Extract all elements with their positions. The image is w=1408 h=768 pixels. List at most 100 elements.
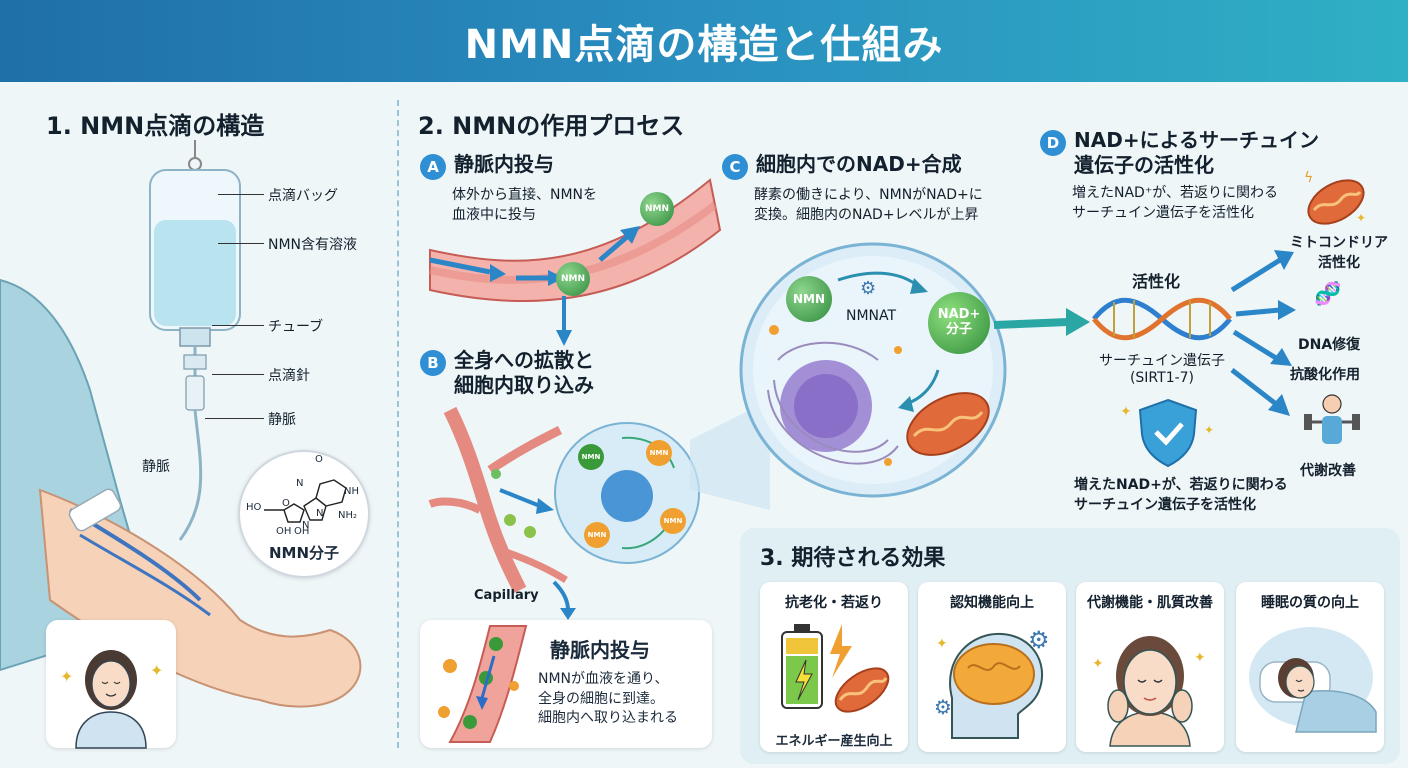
header-banner: NMN点滴の構造と仕組み — [0, 0, 1408, 82]
effect-anti-aging-title: 抗老化・若返り — [785, 595, 883, 611]
relaxed-woman-card: ✦ ✦ — [46, 620, 176, 749]
enzyme-gear-icon: ⚙ — [860, 278, 877, 299]
blood-vessel-illustration — [429, 178, 722, 346]
inset-desc-line1: NMNが血液を通り、 — [538, 671, 669, 687]
capillary-label: Capillary — [474, 588, 539, 603]
atom-o-top: O — [315, 454, 323, 465]
dumbbell-person-icon — [1304, 394, 1360, 444]
label-nmn-solution: NMN含有溶液 — [268, 237, 358, 253]
label-iv-bag: 点滴バッグ — [268, 188, 338, 204]
brain-gears-icon: ⚙ ⚙ ✦ — [934, 626, 1050, 739]
atom-o-ring: O — [282, 498, 290, 509]
step-d-bottom-line1: 増えたNAD+が、若返りに関わる — [1074, 477, 1288, 493]
effect-anti-aging-caption: エネルギー産生向上 — [775, 734, 893, 749]
step-b-title-line2: 細胞内取り込み — [454, 373, 594, 397]
step-d-desc-line2: サーチュイン遺伝子を活性化 — [1072, 204, 1254, 221]
relaxed-woman-icon: ✦ ✦ — [60, 650, 163, 749]
svg-text:ϟ: ϟ — [1304, 170, 1313, 186]
step-b-badge: B — [420, 350, 446, 376]
step-c-description: 酵素の働きにより、NMNがNAD+に 変換。細胞内のNAD+レベルが上昇 — [754, 186, 983, 225]
section1-title: 1. NMN点滴の構造 — [46, 112, 265, 140]
inset-title: 静脈内投与 — [550, 638, 650, 662]
effect-card-anti-aging: 抗老化・若返り エネルギー産生向上 — [760, 582, 908, 752]
atom-ho: HO — [246, 502, 262, 513]
output-antioxidant-label: 抗酸化作用 — [1290, 367, 1360, 383]
nad-molecule-label1: NAD+ — [937, 307, 981, 323]
step-a-header: A 静脈内投与 — [420, 152, 554, 180]
step-d-bottom-description: 増えたNAD+が、若返りに関わる サーチュイン遺伝子を活性化 — [1074, 476, 1288, 515]
svg-text:✦: ✦ — [1120, 404, 1132, 420]
step-a-desc-line1: 体外から直接、NMNを — [452, 187, 598, 203]
step-d-title-line1: NAD+によるサーチュイン — [1074, 128, 1319, 152]
step-d-desc-line1: 増えたNAD⁺が、若返りに関わる — [1072, 185, 1278, 201]
zoom-connector — [690, 400, 770, 510]
capillary-network-illustration — [428, 406, 568, 594]
svg-text:✦: ✦ — [1194, 650, 1206, 666]
step-c-title: 細胞内でのNAD+合成 — [756, 152, 962, 176]
nmn-molecule-callout: O N N NH N NH₂ HO O OH OH NMN分子 — [238, 450, 370, 578]
atom-oh-2: OH — [294, 526, 310, 537]
step-a-description: 体外から直接、NMNを 血液中に投与 — [452, 186, 597, 225]
label-arm-vein: 静脈 — [142, 459, 170, 475]
output-mitochondria-label: ミトコンドリア 活性化 — [1290, 232, 1388, 272]
step-c-badge: C — [722, 154, 748, 180]
step-c-desc-line2: 変換。細胞内のNAD+レベルが上昇 — [754, 206, 979, 223]
activation-label: 活性化 — [1132, 272, 1181, 291]
inset-desc-line3: 細胞内へ取り込まれる — [538, 710, 678, 727]
svg-text:⚙: ⚙ — [934, 695, 952, 719]
step-d-header: D NAD+によるサーチュイン 遺伝子の活性化 — [1040, 128, 1319, 178]
dna-helix-icon — [1092, 297, 1232, 341]
arrow-to-inset — [552, 580, 576, 620]
face-skincare-icon: ✦ ✦ — [1092, 636, 1206, 747]
section2-title: 2. NMNの作用プロセス — [418, 112, 685, 140]
patient-arm-illustration — [0, 278, 362, 708]
inset-desc-line2: 全身の細胞に到達。 — [538, 690, 664, 707]
shield-check-icon: ✦ ✦ — [1120, 398, 1214, 468]
nmn-molecule-a2: NMN — [556, 262, 590, 296]
effect-card-cognitive: 認知機能向上 ⚙ ⚙ ✦ — [918, 582, 1066, 752]
cell-nmn-molecule: NMN — [786, 276, 832, 322]
step-b-title: 全身への拡散と 細胞内取り込み — [454, 348, 594, 398]
effect-sleep-title: 睡眠の質の向上 — [1261, 595, 1359, 611]
inset-vessel-illustration — [438, 625, 528, 743]
nmn-cell-b1: NMN — [578, 444, 604, 470]
effect-metabolism-skin-title: 代謝機能・肌質改善 — [1087, 595, 1213, 611]
enzyme-label: NMNAT — [846, 308, 897, 324]
iv-process-inset-card: 静脈内投与 NMNが血液を通り、 全身の細胞に到達。 細胞内へ取り込まれる — [420, 620, 712, 748]
sirtuin-gene-label: サーチュイン遺伝子 (SIRT1-7) — [1094, 350, 1230, 386]
step-c-desc-line1: 酵素の働きにより、NMNがNAD+に — [754, 187, 983, 203]
effect-cognitive-title: 認知機能向上 — [950, 595, 1034, 611]
page-title: NMN点滴の構造と仕組み — [464, 22, 944, 68]
step-c-header: C 細胞内でのNAD+合成 — [722, 152, 962, 180]
sleeping-person-icon — [1249, 627, 1377, 733]
sirtuin-output-arrows — [1230, 250, 1296, 416]
nad-molecule: NAD+ 分子 — [928, 292, 990, 354]
svg-text:✦: ✦ — [936, 636, 948, 652]
step-d-badge: D — [1040, 130, 1066, 156]
step-a-title: 静脈内投与 — [454, 152, 554, 176]
inset-description: NMNが血液を通り、 全身の細胞に到達。 細胞内へ取り込まれる — [538, 670, 678, 729]
step-a-badge: A — [420, 154, 446, 180]
atom-nh: NH — [344, 486, 359, 497]
atom-n-2: N — [316, 508, 324, 519]
atom-n-1: N — [296, 478, 304, 489]
svg-text:✦: ✦ — [1204, 423, 1214, 437]
step-d-description: 増えたNAD⁺が、若返りに関わる サーチュイン遺伝子を活性化 — [1072, 184, 1278, 223]
step-b-header: B 全身への拡散と 細胞内取り込み — [420, 348, 594, 398]
atom-oh-1: OH — [276, 526, 292, 537]
nmn-cell-b2: NMN — [646, 440, 672, 466]
step-a-desc-line2: 血液中に投与 — [452, 206, 536, 223]
effect-card-metabolism-skin: 代謝機能・肌質改善 ✦ ✦ — [1076, 582, 1224, 752]
section3-title: 3. 期待される効果 — [760, 546, 946, 571]
svg-text:✦: ✦ — [150, 661, 163, 680]
svg-text:⚙: ⚙ — [1028, 626, 1050, 654]
nmn-molecule-a1: NMN — [640, 192, 674, 226]
step-d-title-line2: 遺伝子の活性化 — [1074, 153, 1214, 177]
battery-energy-icon — [781, 624, 890, 713]
nmn-cell-b3: NMN — [660, 508, 686, 534]
cell-uptake-illustration — [554, 422, 700, 564]
nmn-cell-b4: NMN — [584, 522, 610, 548]
effect-card-sleep: 睡眠の質の向上 — [1236, 582, 1384, 752]
label-vein: 静脈 — [268, 412, 296, 428]
nmn-molecule-label: NMN分子 — [268, 544, 340, 562]
